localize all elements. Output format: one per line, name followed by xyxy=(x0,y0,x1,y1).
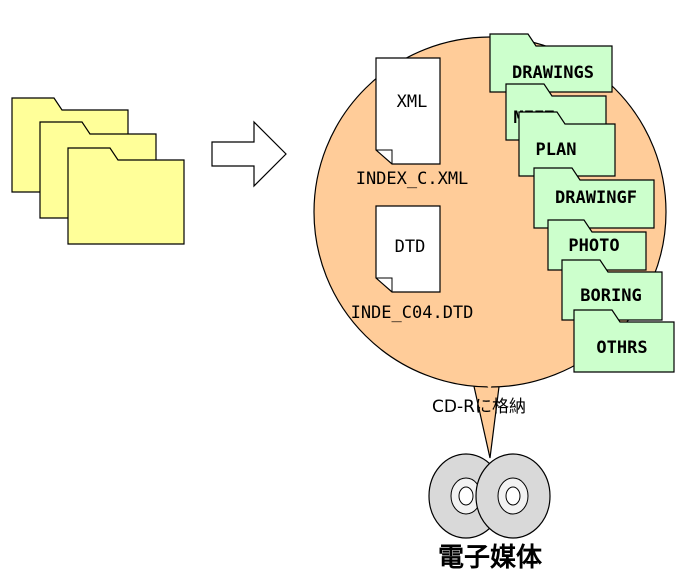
document-icon xyxy=(375,205,441,293)
cd-folders: DRAWINGS MEET PLAN DRAWINGF PHOTO BORING… xyxy=(489,33,675,373)
folder-label: OTHRS xyxy=(596,338,647,358)
folder-plan: PLAN xyxy=(518,111,616,177)
folder-drawings: DRAWINGS xyxy=(489,33,613,93)
folder-icon xyxy=(533,167,655,229)
folder-drawingf: DRAWINGF xyxy=(533,167,655,229)
cd-disc-icon xyxy=(475,453,551,539)
folder-label: PHOTO xyxy=(568,236,619,256)
folder-icon xyxy=(547,219,647,271)
folder-boring: BORING xyxy=(561,259,663,321)
folder-label: BORING xyxy=(580,286,641,306)
file-name: INDE_C04.DTD xyxy=(351,303,474,323)
cd-discs xyxy=(428,453,551,539)
folder-icon xyxy=(489,33,613,93)
file-xml: XML INDEX_C.XML xyxy=(356,57,469,189)
file-icon-label: DTD xyxy=(395,237,426,257)
file-name: INDEX_C.XML xyxy=(356,169,469,189)
arrow-right-icon xyxy=(211,120,287,188)
folder-othrs: OTHRS xyxy=(573,309,675,373)
file-icon-label: XML xyxy=(397,92,428,112)
folder-icon xyxy=(518,111,616,177)
folder-icon xyxy=(67,147,185,245)
callout-label: CD-Rに格納 xyxy=(432,397,526,417)
folder-label: DRAWINGF xyxy=(555,188,637,208)
folder-icon xyxy=(573,309,675,373)
folder-label: DRAWINGS xyxy=(512,63,594,83)
source-folders xyxy=(11,97,185,245)
document-icon xyxy=(375,57,441,165)
folder-photo: PHOTO xyxy=(547,219,647,271)
media-label: 電子媒体 xyxy=(438,543,543,573)
folder-label: PLAN xyxy=(536,140,577,160)
folder-icon xyxy=(561,259,663,321)
file-dtd: DTD INDE_C04.DTD xyxy=(351,205,474,323)
